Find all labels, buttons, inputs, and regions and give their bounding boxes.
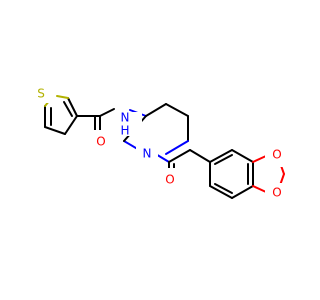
- sulfur-atom-label: S: [37, 87, 45, 101]
- thiophene-bond-2: [44, 126, 66, 135]
- benzene-bond-1: [209, 149, 233, 163]
- thiophene-bond-5: [56, 95, 69, 99]
- benzene-bond-4: [231, 185, 254, 199]
- thiophene-bond-4: [67, 97, 78, 117]
- piperidine-nitrogen-label: N: [143, 147, 152, 161]
- amide-hydrogen-label: H: [120, 124, 129, 138]
- benzene-bond-1b: [214, 154, 233, 165]
- molecule-structure: S N H O N O O O: [34, 83, 289, 205]
- ketone-oxygen-label: O: [165, 173, 174, 187]
- benzene-bond-5b: [214, 183, 233, 194]
- benzene-bond-5: [209, 185, 233, 199]
- dioxole-oxygen-2-label-bg: [265, 183, 289, 205]
- dioxole-oxygen-1-label-bg: [265, 145, 289, 167]
- dioxole-oxygen-2-label: O: [272, 186, 281, 200]
- piperidine-bond-4: [165, 140, 189, 155]
- amide-oxygen-label-bg: [89, 130, 111, 152]
- amide-nitrogen-label: N: [121, 111, 130, 125]
- amide-oxygen-label: O: [96, 135, 105, 149]
- carbonyl-ch2-bond: [168, 149, 191, 163]
- piperidine-bond-1: [145, 103, 167, 117]
- dioxole-bond-2: [252, 185, 267, 193]
- thiophene-bond-4b: [63, 101, 73, 117]
- molecule-diagram: S N H O N O O O: [34, 83, 289, 205]
- amide-cn-bond: [99, 108, 115, 117]
- sulfur-label-bg: [34, 83, 56, 103]
- dioxole-oxygen-1-label: O: [272, 148, 281, 162]
- dioxole-bond-1: [252, 155, 267, 163]
- amide-nh-label-bg: [112, 112, 142, 136]
- ketone-oxygen-label-bg: [159, 168, 181, 190]
- ch2-benzene-bond: [189, 149, 211, 163]
- thiophene-bond-3: [64, 115, 78, 135]
- piperidine-bond-2: [165, 103, 189, 117]
- piperidine-nitrogen-label-bg: [136, 145, 158, 165]
- benzene-bond-2: [231, 149, 254, 163]
